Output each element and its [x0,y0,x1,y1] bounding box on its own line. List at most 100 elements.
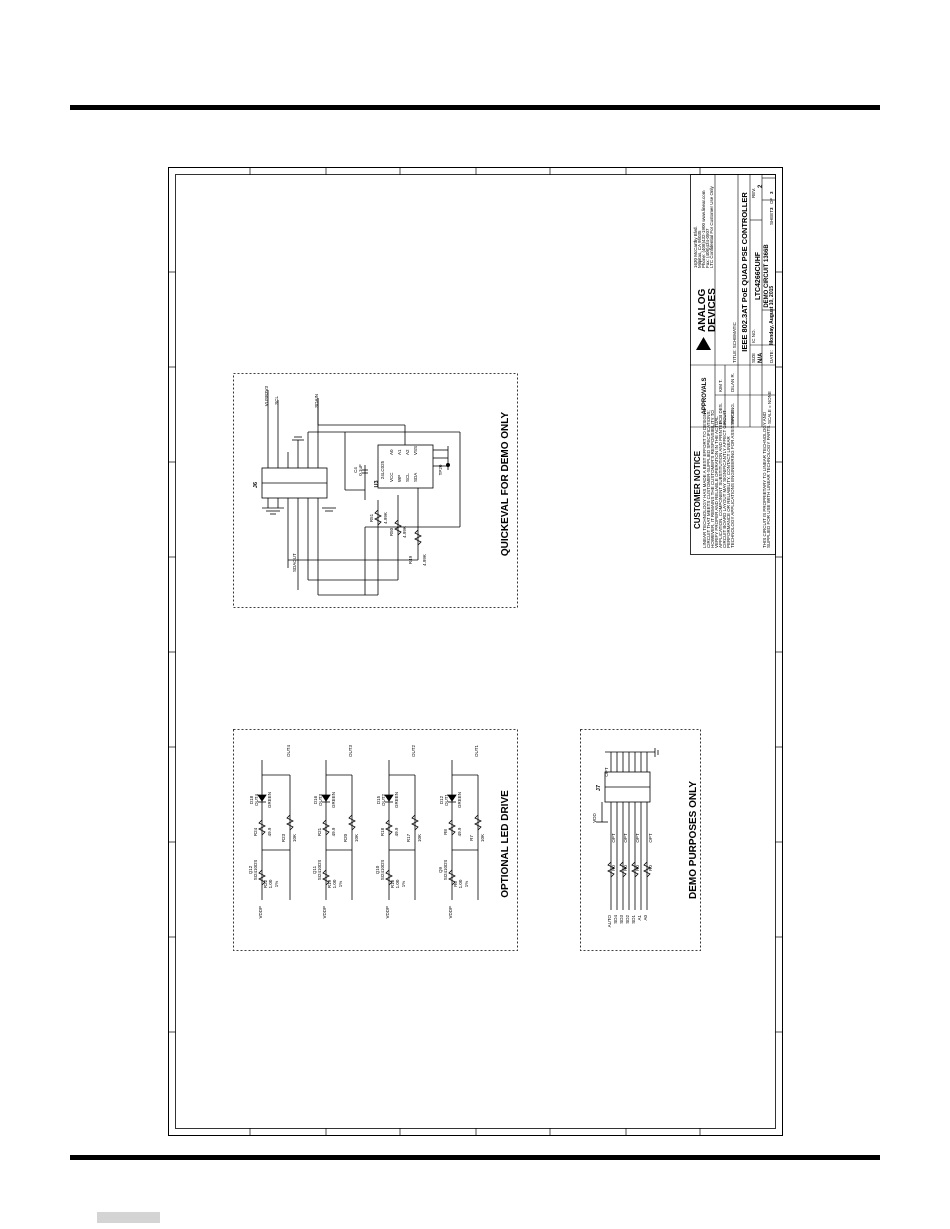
demo-opt-1: OPT [611,833,616,843]
notice-line-6: CIRCUIT BOARD LAYOUT MAY SIGNIFICANTLY A… [722,410,727,548]
led-drive-labels: D18 OUT4 GREEN R24 49.9 R23 10K Q12 SI24… [248,745,511,919]
demo-sig-sd4: SD4 [613,915,618,924]
demo-r-3: R0 [635,865,640,871]
led2-label: OUT3 [318,794,323,806]
fet-ref-1: Q12 [248,865,253,874]
led-drive-wiring [257,760,482,900]
u3-pin-sda: SDA [413,473,418,482]
notice-line-1: LINEAR TECHNOLOGY HAS MADE A BEST EFFORT… [702,409,707,548]
quickeval-box [233,373,518,608]
notice-line-8: TECHNOLOGY APPLICATIONS ENGINEERING FOR … [730,409,735,548]
testpoint-tp20 [446,463,450,467]
j7-opt: OPT [604,767,609,777]
r-sense-2: R19 [327,879,332,888]
r-sense-3: R16 [390,879,395,888]
c4-ref: C4 [353,467,358,473]
c4-value: 0.1uF [358,464,363,476]
u3-pin-wp: WP [397,475,402,482]
r-sense-val-3: 1.00 [395,879,400,888]
net-sdain: SDAIN [314,394,319,408]
r49-ref: R49 [408,555,413,564]
proprietary-2: SUPPLIED FOR USE WITH LINEAR TECHNOLOGY … [766,425,771,548]
demo-sig-sd1: SD1 [631,915,636,924]
r-sense-4: R6 [453,881,458,887]
top-rule [70,105,880,110]
title-block-text: CUSTOMER NOTICE LINEAR TECHNOLOGY HAS MA… [693,184,775,548]
u3-pin-vcc: VCC [389,472,394,482]
led4-label: OUT1 [444,794,449,806]
of-label: OF [769,197,774,204]
led-drive-title: OPTIONAL LED DRIVE [500,790,511,898]
notice-line-5: APPLICATION. COMPONENT SUBSTITUTION AND … [718,420,723,548]
app-eng-label: APP ENG. [730,403,735,424]
customer-notice: CUSTOMER NOTICE [693,450,702,529]
footer-tab [97,1212,160,1223]
r50-ref: R50 [389,527,394,536]
notice-line-3: HOWEVER, IT REMAINS THE CUSTOMER'S RESPO… [710,410,715,548]
net-sdaout: SDAOUT [292,553,297,572]
tp20-label: TP20 [438,464,443,475]
address-1: 1630 McCarthy Blvd. [693,226,698,268]
vdd-label: VDD [592,813,597,823]
demo-circuit [596,748,659,910]
led4-ref: D12 [439,795,444,804]
title-main: IEEE 802.3AT PoE QUAD PSE CONTROLLER [740,192,749,352]
r-pull-val-4: 10K [480,834,485,842]
app-eng-value: DILAN R. [730,373,735,392]
tol-1: 1% [274,881,279,888]
vddp-2: VDDP [322,906,327,919]
demo-sig-auto: AUTO [607,915,612,928]
fet-part-4: SI2410DS [443,860,448,881]
j7-label: J7 [596,785,602,791]
r-gate-val-4: 49.9 [457,827,462,836]
u3-pin-a0: A0 [389,449,394,455]
demo-sig-a1: A1 [637,915,642,921]
r-sense-val-1: 1.00 [268,879,273,888]
r-pull-4: R7 [469,835,474,841]
led1-color: GREEN [267,792,272,808]
pcb-des-label: PCB DES. [718,403,723,424]
title-label: TITLE: SCHEMATIC [732,321,737,363]
net-scl: SCL [274,396,279,405]
vddp-4: VDDP [448,906,453,919]
led2-ref: D16 [313,795,318,804]
r-sense-val-4: 1.00 [458,879,463,888]
out-1: OUT4 [286,745,291,757]
date-label: DATE: [769,350,774,363]
scale: SCALE = NONE [767,391,772,424]
title-block [690,174,776,555]
approvals: APPROVALS [702,378,708,415]
r-pull-val-1: 10K [292,834,297,842]
zone-ticks [169,168,782,1135]
r-gate-val-2: 49.9 [331,827,336,836]
led1-ref: D18 [249,795,254,804]
date-value: Monday, August 10, 2015 [769,286,775,345]
sheet-label: SHEET [769,210,774,225]
led1-label: OUT4 [254,794,259,806]
led3-color: GREEN [394,792,399,808]
fet-ref-3: Q10 [375,865,380,874]
demo-labels: J7 OPT VDD AUTO SD4 SD3 SD2 SD1 A1 A0 R0… [592,767,699,927]
fet-part-1: SI2410DS [253,860,258,881]
led-drive-box [233,729,518,951]
demo-sig-sd3: SD3 [619,915,624,924]
notice-line-7: PERFORMANCE OR RELIABILITY. CONTACT LINE… [726,435,731,548]
r51-value: 4.99K [383,512,388,524]
bottom-rule [70,1155,880,1160]
r-sense-val-2: 1.00 [332,879,337,888]
proprietary-1: THIS CIRCUIT IS PROPRIETARY TO LINEAR TE… [762,411,767,548]
r-gate-val-1: 49.9 [267,827,272,836]
demo-sig-a0: A0 [643,915,648,921]
demo-box [580,729,701,951]
u3-pin-a1: A1 [397,449,402,455]
quickeval-resistors [374,509,422,546]
size-value: N/A [758,352,764,363]
sheet-num: 3 [769,207,774,210]
u3-pin-a2: A2 [405,449,410,455]
address-3: Phone: (408)432-1900 www.linear.com [701,190,706,268]
address-5: LTC Confidential For Customer Use Only [709,186,714,268]
led2-color: GREEN [331,792,336,808]
u3-pin-vss: VSS [413,446,418,455]
r-gate-1: R24 [253,827,258,836]
